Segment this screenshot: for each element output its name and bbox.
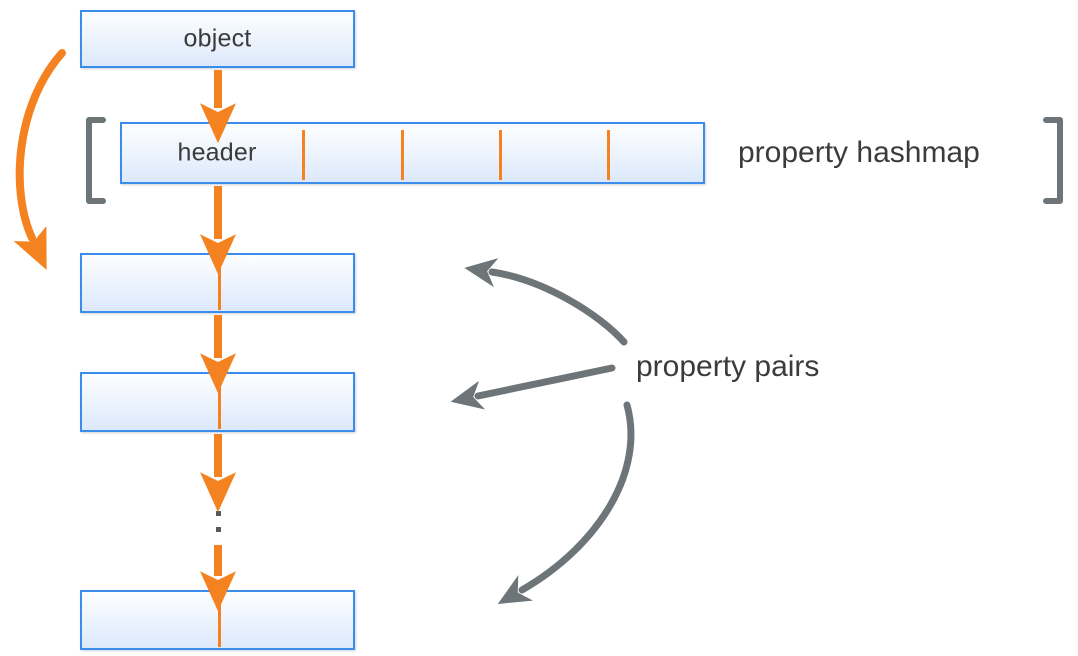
object-to-pair-curved-arrow bbox=[13, 49, 66, 271]
pair-2-divider bbox=[218, 379, 221, 429]
header-tick-4 bbox=[607, 130, 610, 180]
right-bracket bbox=[1043, 117, 1063, 204]
left-bracket bbox=[86, 117, 106, 204]
property-pair-box-1 bbox=[80, 253, 355, 313]
pairs-label-arrow-bottom bbox=[497, 401, 635, 605]
pairs-label-arrow-middle bbox=[450, 364, 616, 410]
property-pair-box-3 bbox=[80, 590, 355, 650]
header-tick-2 bbox=[401, 130, 404, 180]
object-box: object bbox=[80, 10, 355, 68]
header-box-label: header bbox=[177, 138, 257, 167]
header-tick-3 bbox=[499, 130, 502, 180]
property-pairs-label: property pairs bbox=[636, 350, 820, 383]
pair-1-divider bbox=[218, 260, 221, 310]
property-hashmap-label: property hashmap bbox=[738, 136, 980, 169]
pair-3-divider bbox=[218, 597, 221, 647]
ellipsis-dot-3 bbox=[216, 527, 221, 532]
header-tick-1 bbox=[302, 130, 305, 180]
property-pair-box-2 bbox=[80, 372, 355, 432]
object-box-label: object bbox=[183, 24, 252, 53]
ellipsis-dot-2 bbox=[216, 511, 221, 516]
header-box: header bbox=[120, 122, 705, 184]
ellipsis-dot-1 bbox=[216, 495, 221, 500]
pairs-label-arrow-top bbox=[464, 258, 628, 346]
